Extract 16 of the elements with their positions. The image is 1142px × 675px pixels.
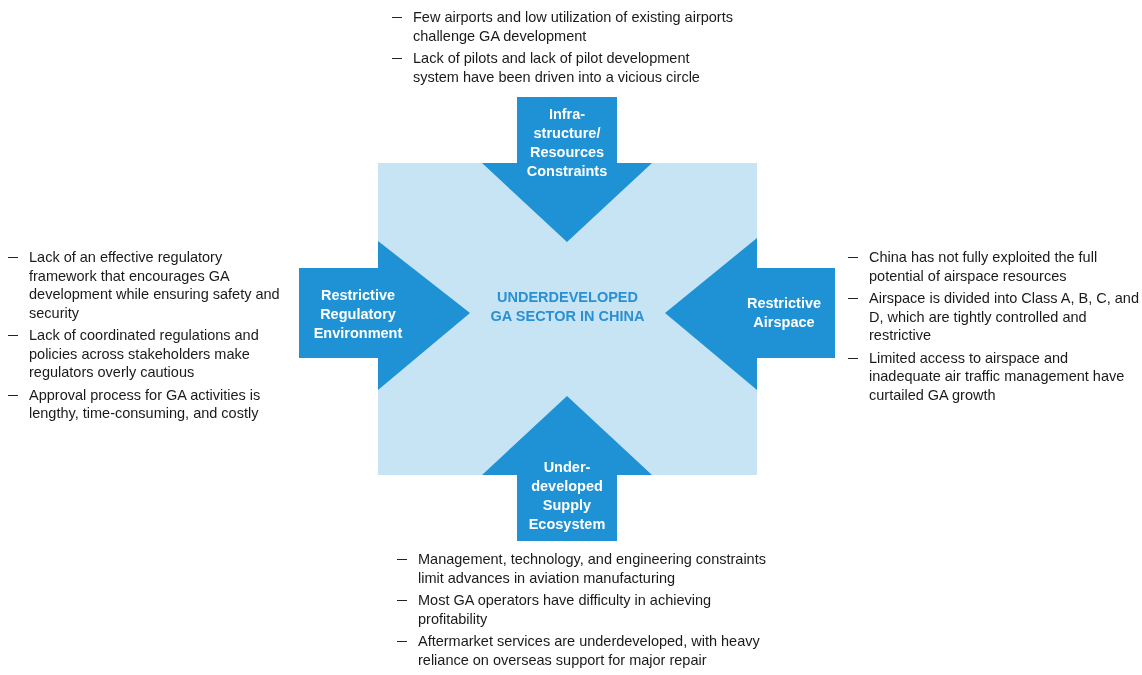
bullet-text: Management, technology, and engineering constraints limit advances in aviation manufacturing	[418, 550, 767, 587]
arrow-label: Infra-structure/ Resources Constraints	[525, 105, 609, 181]
center-title: UNDERDEVELOPED GA SECTOR IN CHINA	[489, 288, 646, 326]
bullet-text: Lack of coordinated regulations and policies across stakeholders make regulators overly cautious	[29, 326, 260, 382]
arrow-label: Restrictive Regulatory Environment	[312, 286, 404, 343]
bullet-text: Most GA operators have difficulty in achieving profitability	[418, 591, 713, 628]
bullet-text: Airspace is divided into Class A, B, C, and D, which are tightly controlled and restrictive	[869, 289, 1140, 345]
bullet-text: China has not fully exploited the full potential of airspace resources	[869, 248, 1099, 285]
bullet-text: Limited access to airspace and inadequate air traffic management have curtailed GA growth	[869, 348, 1126, 404]
arrow-label: Under-developed Supply Ecosystem	[527, 458, 607, 534]
bullet-text: Lack of pilots and lack of pilot development system have been driven into a vicious circle	[413, 49, 701, 86]
bullet-text: Approval process for GA activities is lengthy, time-consuming, and costly	[29, 385, 262, 423]
bullet-text: Aftermarket services are underdeveloped, with heavy reliance on overseas support for major repair	[418, 632, 761, 669]
arrow-label: Restrictive Airspace	[745, 294, 823, 332]
bullet-text: Lack of an effective regulatory framework that encourages GA development while ensuring safety and security	[29, 248, 281, 322]
bullet-text: Few airports and low utilization of existing airports challenge GA development	[413, 8, 734, 45]
